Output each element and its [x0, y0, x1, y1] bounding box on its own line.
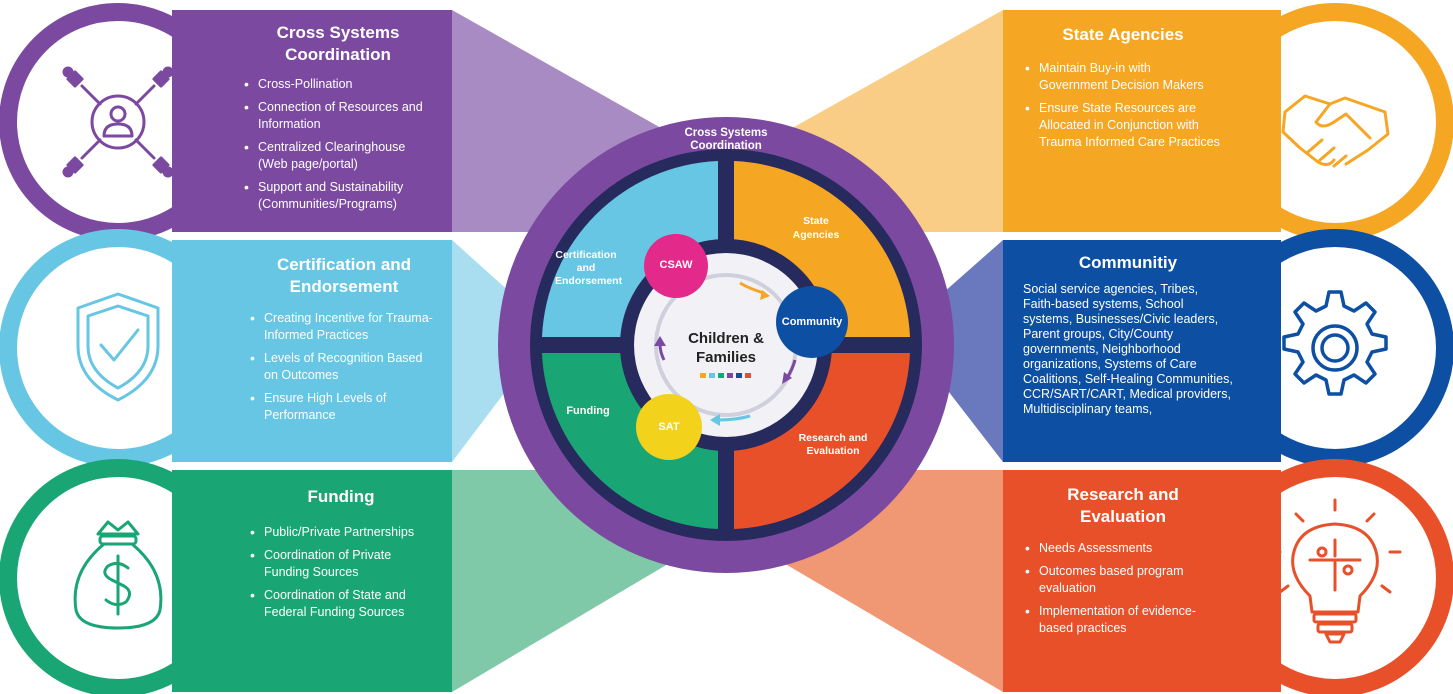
list-item: Cross-Pollination [244, 76, 432, 93]
list-item: Ensure High Levels of Performance [250, 390, 438, 424]
list-item: Needs Assessments [1025, 540, 1221, 557]
panel-funding: Funding Public/Private Partnerships Coor… [172, 470, 452, 692]
list-state: Maintain Buy-in with Government Decision… [1025, 60, 1221, 151]
list-item: Coordination of State and Federal Fundin… [250, 587, 432, 621]
badge-label-csaw: CSAW [659, 259, 693, 271]
list-item: Creating Incentive for Trauma-Informed P… [250, 310, 438, 344]
quadrant-label-state: State Agencies [792, 215, 840, 241]
panel-title-funding: Funding [307, 487, 375, 506]
panel-title-certification: Certification and Endorsement [276, 255, 412, 296]
panel-title-state: State Agencies [1062, 25, 1184, 44]
quadrant-label-funding: Funding [566, 405, 610, 417]
list-item: Coordination of Private Funding Sources [250, 547, 432, 581]
list-funding: Public/Private Partnerships Coordination… [250, 524, 432, 621]
list-item: Outcomes based program evaluation [1025, 563, 1221, 597]
panel-cross-systems: Cross Systems Coordination Cross-Pollina… [172, 10, 452, 232]
lightbulb-puzzle-icon [1268, 498, 1402, 644]
badge-sat [636, 394, 702, 460]
community-text: Social service agencies, Tribes, Faith-b… [1023, 282, 1233, 416]
shield-check-icon [76, 292, 160, 402]
list-item: Connection of Resources and Information [244, 99, 432, 133]
color-dots [700, 373, 751, 378]
list-item: Ensure State Resources are Allocated in … [1025, 100, 1221, 151]
panel-certification: Certification and Endorsement Creating I… [172, 240, 452, 462]
handshake-icon [1281, 94, 1390, 168]
list-item: Maintain Buy-in with Government Decision… [1025, 60, 1221, 94]
quadrant-label-research: Research and Evaluation [798, 432, 868, 457]
panel-title-cross-systems: Cross Systems Coordination [276, 23, 400, 64]
badge-community [776, 286, 848, 358]
network-person-icon [62, 66, 174, 178]
list-item: Implementation of evidence-based practic… [1025, 603, 1221, 637]
badge-label-sat: SAT [658, 421, 680, 433]
list-item: Centralized Clearinghouse (Web page/port… [244, 139, 432, 173]
badge-label-community: Community [781, 316, 843, 328]
panel-research: Research and Evaluation Needs Assessment… [1003, 470, 1281, 692]
quadrant-label-certification: Certification and Endorsement [555, 249, 623, 287]
gear-icon [1282, 290, 1388, 396]
list-cross-systems: Cross-Pollination Connection of Resource… [244, 76, 432, 213]
list-item: Support and Sustainability (Communities/… [244, 179, 432, 213]
money-bag-icon [73, 520, 163, 630]
panel-state: State Agencies Maintain Buy-in with Gove… [1003, 10, 1281, 232]
center-ring-label: Cross Systems Coordination [684, 127, 768, 152]
panel-title-community: Communitiy [1078, 253, 1178, 272]
list-certification: Creating Incentive for Trauma-Informed P… [250, 310, 438, 424]
panel-community: Communitiy Social service agencies, Trib… [1003, 240, 1281, 462]
panel-title-research: Research and Evaluation [1067, 485, 1179, 526]
list-research: Needs Assessments Outcomes based program… [1025, 540, 1221, 637]
badge-csaw [644, 234, 708, 298]
center-white-disc [634, 253, 818, 437]
center-title: Children & Families [688, 330, 764, 366]
list-item: Levels of Recognition Based on Outcomes [250, 350, 438, 384]
list-item: Public/Private Partnerships [250, 524, 432, 541]
